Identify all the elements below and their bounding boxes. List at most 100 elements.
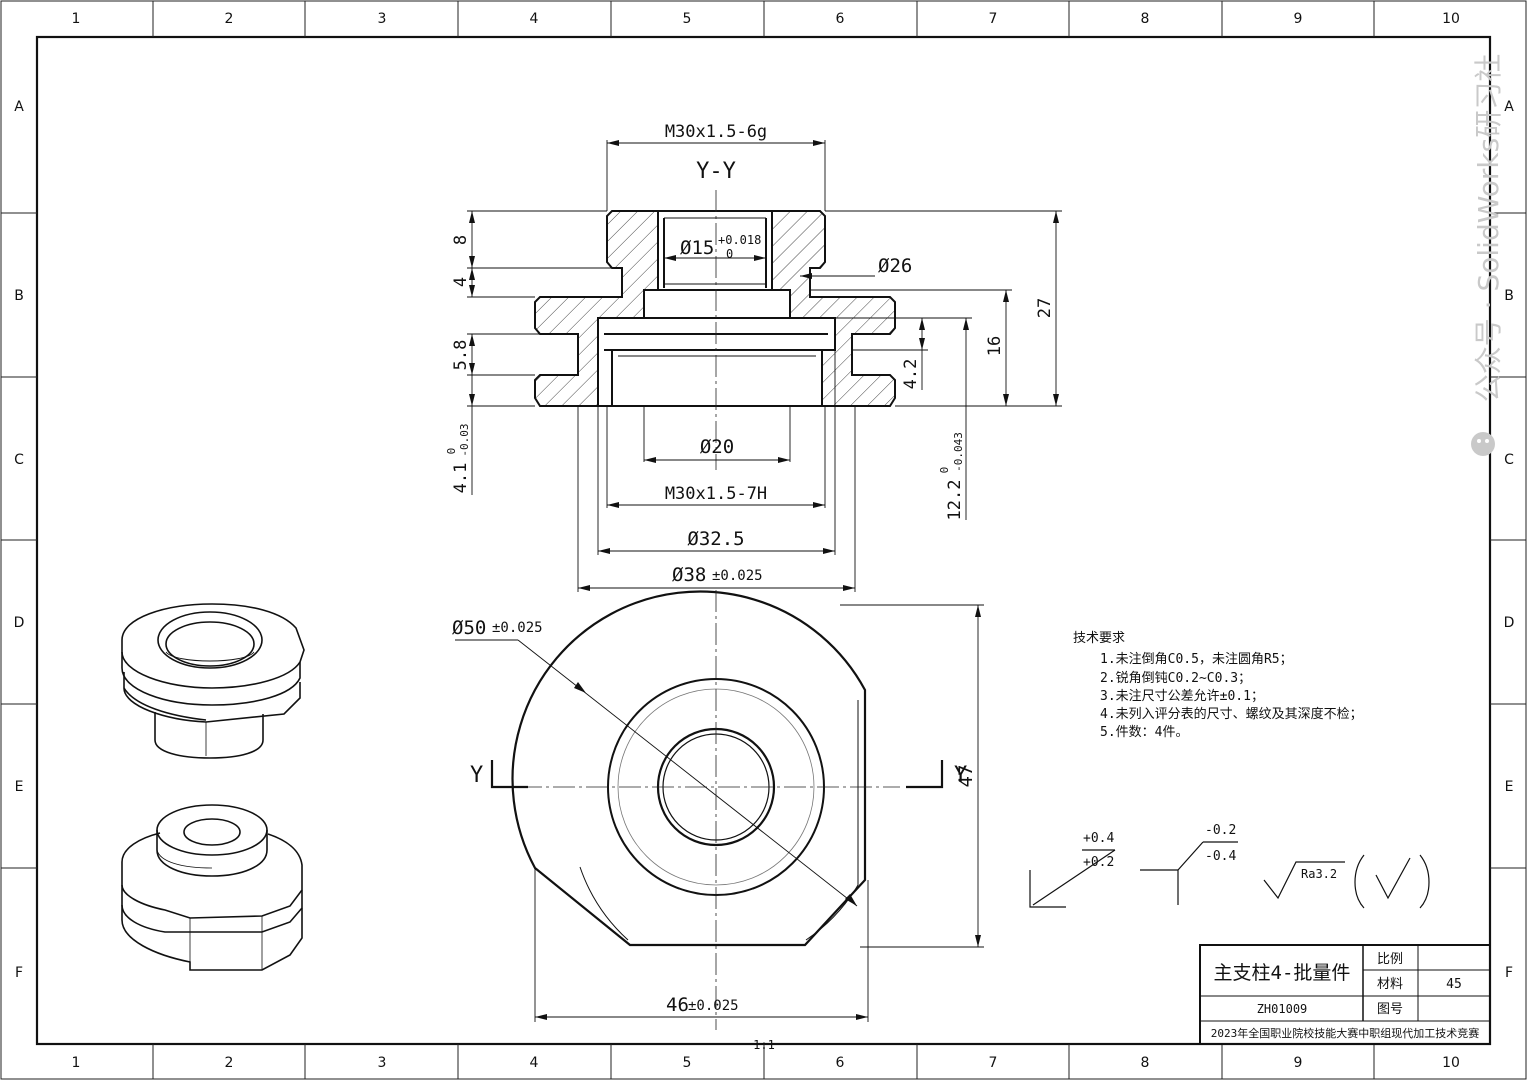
- plan-labels: Y Y Ø50 ±0.025 46 ±0.025 47: [452, 617, 977, 1016]
- iso-view-bottom: [121, 804, 303, 971]
- roughness-label: Ra3.2: [1301, 867, 1337, 881]
- dim-dia38: Ø38: [672, 564, 706, 586]
- drawing-code: ZH01009: [1257, 1002, 1308, 1016]
- zone-row-d: D: [14, 615, 25, 631]
- dim-h4-1-tol-lower: -0.03: [458, 423, 471, 456]
- scale-label: 比例: [1377, 952, 1403, 967]
- zone-row-a: A: [14, 99, 24, 115]
- dim-dia26: Ø26: [878, 255, 912, 277]
- dim-thread-bottom: M30x1.5-7H: [665, 484, 767, 504]
- zone-col-9-bottom: 9: [1294, 1055, 1303, 1071]
- material-label: 材料: [1377, 977, 1403, 992]
- tolerance-labels: +0.4 +0.2 -0.2 -0.4 Ra3.2: [1083, 823, 1337, 881]
- sym2-lower: -0.4: [1205, 849, 1236, 864]
- tech-item-1: 1.未注倒角C0.5，未注圆角R5；: [1100, 652, 1293, 667]
- dim-h16: 16: [985, 336, 1005, 356]
- tech-item-5: 5.件数：4件。: [1100, 725, 1188, 740]
- dim-width46-tol: ±0.025: [688, 998, 739, 1014]
- section-dimension-lines: [467, 140, 1062, 592]
- zone-col-8: 8: [1141, 11, 1150, 27]
- tech-title: 技术要求: [1073, 631, 1125, 646]
- zone-col-4: 4: [530, 11, 539, 27]
- zone-row-d-right: D: [1504, 615, 1515, 631]
- inner-frame: [35, 35, 1492, 1046]
- zone-col-2-bottom: 2: [225, 1055, 234, 1071]
- section-view: [534, 190, 896, 470]
- dim-thread-top: M30x1.5-6g: [665, 122, 767, 142]
- zone-col-1-bottom: 1: [72, 1055, 81, 1071]
- dim-h8: 8: [451, 235, 471, 245]
- section-labels: Y-Y M30x1.5-6g Ø15 +0.018 0 Ø26 8 4 5.8 …: [445, 122, 1055, 586]
- iso-view-top: [121, 603, 305, 759]
- part-name: 主支柱4-批量件: [1214, 962, 1351, 984]
- dim-h27: 27: [1035, 298, 1055, 318]
- dim-h12-2: 12.2: [945, 480, 965, 521]
- zone-col-6-bottom: 6: [836, 1055, 845, 1071]
- zone-row-a-right: A: [1504, 99, 1514, 115]
- zone-col-3: 3: [378, 11, 387, 27]
- section-arrowheads: [469, 140, 1059, 591]
- material-value: 45: [1446, 977, 1462, 992]
- tech-requirements: 技术要求 1.未注倒角C0.5，未注圆角R5； 2.锐角倒钝C0.2~C0.3；…: [1073, 631, 1363, 740]
- zone-col-9: 9: [1294, 11, 1303, 27]
- dim-bore-tol-lower: 0: [726, 247, 733, 261]
- plan-outline: [511, 590, 867, 947]
- zone-row-e-right: E: [1505, 779, 1514, 795]
- section-right-half: [771, 210, 896, 407]
- dim-h4-1-tol-upper: 0: [445, 448, 458, 455]
- dim-bore-tol-upper: +0.018: [718, 233, 761, 247]
- zone-col-4-bottom: 4: [530, 1055, 539, 1071]
- plan-view: [455, 590, 984, 1030]
- dim-h4: 4: [451, 277, 471, 287]
- sym1-upper: +0.4: [1083, 831, 1114, 846]
- sym2-upper: -0.2: [1205, 823, 1236, 838]
- page-marker: 1:1: [753, 1038, 775, 1052]
- tech-item-4: 4.未列入评分表的尺寸、螺纹及其深度不检；: [1100, 706, 1363, 722]
- cut-label-left: Y: [470, 763, 483, 788]
- zone-col-3-bottom: 3: [378, 1055, 387, 1071]
- watermark: 公众号 · SolidWorks研习社: [1471, 54, 1505, 456]
- zone-col-10-bottom: 10: [1442, 1055, 1460, 1071]
- zone-row-b: B: [14, 288, 24, 304]
- dim-h12-2-tol-upper: 0: [938, 467, 951, 474]
- zone-labels: 1 2 3 4 5 6 7 8 9 10 1 2 3 4 5 6 7 8 9 1…: [14, 11, 1515, 1071]
- section-view-label: Y-Y: [696, 159, 736, 184]
- dim-width46: 46: [666, 994, 689, 1016]
- zone-col-2: 2: [225, 11, 234, 27]
- dim-h12-2-tol-lower: -0.043: [952, 432, 965, 472]
- zone-row-b-right: B: [1504, 288, 1514, 304]
- zone-col-6: 6: [836, 11, 845, 27]
- watermark-text: 公众号 · SolidWorks研习社: [1472, 54, 1505, 402]
- dim-dia50-tol: ±0.025: [492, 620, 543, 636]
- tolerance-symbols: [1029, 841, 1430, 909]
- tech-item-3: 3.未注尺寸公差允许±0.1；: [1100, 688, 1264, 704]
- dim-dia50: Ø50: [452, 617, 486, 639]
- dim-height47: 47: [955, 765, 977, 788]
- drawing-no-label: 图号: [1377, 1002, 1403, 1017]
- dim-dia38-tol: ±0.025: [712, 568, 763, 584]
- zone-col-5-bottom: 5: [683, 1055, 692, 1071]
- zone-row-f: F: [15, 965, 23, 981]
- title-block: [1199, 944, 1491, 1045]
- cut-label-right: Y: [954, 763, 967, 788]
- title-block-labels: 主支柱4-批量件 比例 材料 45 图号 ZH01009 2023年全国职业院校…: [1211, 952, 1480, 1040]
- dim-bore-dia: Ø15: [680, 237, 714, 259]
- sym1-lower: +0.2: [1083, 855, 1114, 870]
- zone-row-f-right: F: [1505, 965, 1513, 981]
- dim-h4-2: 4.2: [901, 359, 921, 390]
- zone-col-7-bottom: 7: [989, 1055, 998, 1071]
- zone-col-5: 5: [683, 11, 692, 27]
- dim-dia32-5: Ø32.5: [687, 528, 744, 550]
- zone-row-c-right: C: [1504, 452, 1514, 468]
- competition-name: 2023年全国职业院校技能大赛中职组现代加工技术竞赛: [1211, 1026, 1480, 1040]
- dim-dia20: Ø20: [700, 436, 734, 458]
- zone-col-8-bottom: 8: [1141, 1055, 1150, 1071]
- tech-item-2: 2.锐角倒钝C0.2~C0.3；: [1100, 671, 1251, 686]
- section-left-half: [534, 210, 659, 407]
- zone-row-e: E: [15, 779, 24, 795]
- zone-row-c: C: [14, 452, 24, 468]
- zone-col-1: 1: [72, 11, 81, 27]
- dim-h5-8: 5.8: [451, 340, 471, 371]
